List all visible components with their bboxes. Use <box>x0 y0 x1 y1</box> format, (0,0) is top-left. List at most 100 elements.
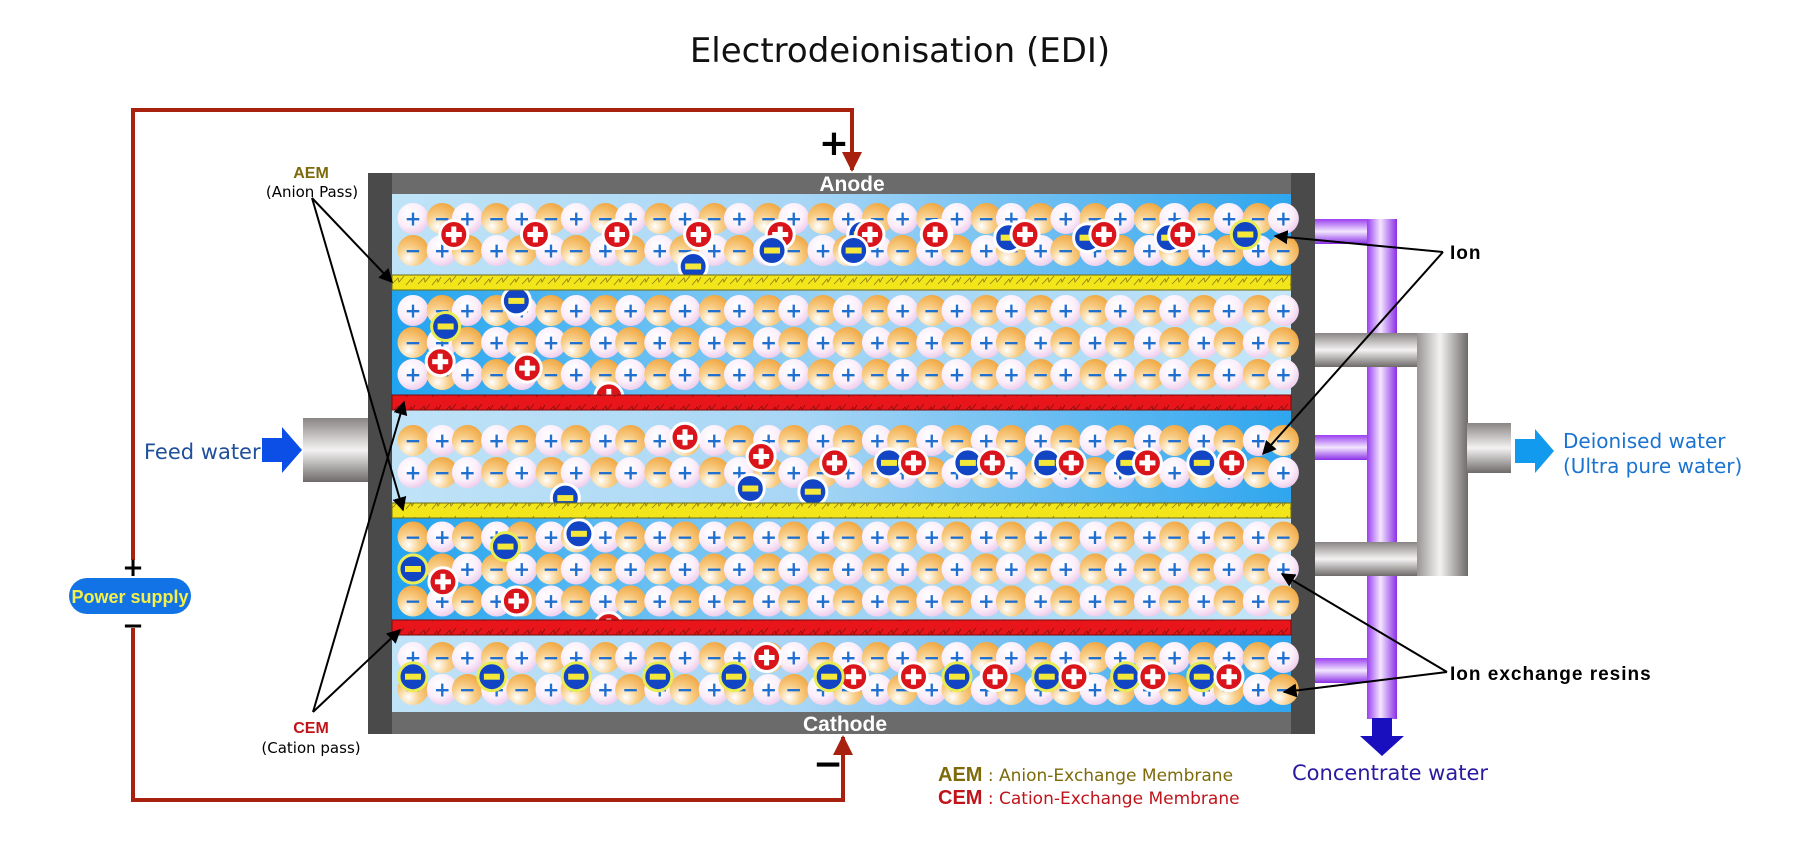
resin-bead-body <box>451 585 483 617</box>
plus-icon: + <box>651 589 668 613</box>
anion-resin-bead: − <box>1242 553 1274 585</box>
cation-resin-bead: + <box>1050 553 1082 585</box>
anion-resin-bead: − <box>615 674 647 705</box>
cation-ion <box>1058 661 1090 693</box>
cation-ion <box>519 219 551 250</box>
anion-resin-bead: − <box>426 642 458 673</box>
resin-bead-body <box>698 521 730 553</box>
resin-bead-body <box>807 235 839 266</box>
resin-bead-body <box>916 642 948 673</box>
minus-icon: − <box>405 525 422 549</box>
anion-resin-bead: − <box>1267 235 1299 266</box>
resin-bead-body <box>1104 295 1136 326</box>
cation-resin-bead: + <box>669 642 701 673</box>
cation-ion <box>424 346 456 378</box>
plus-icon: + <box>543 429 560 453</box>
resin-bead-body <box>1133 425 1165 456</box>
resin-bead-body <box>669 521 701 553</box>
cation-resin-bead: + <box>615 642 647 673</box>
resin-bead-body <box>1050 585 1082 617</box>
plus-icon: + <box>651 429 668 453</box>
resin-bead-body <box>589 295 621 326</box>
cation-resin-bead: + <box>397 203 429 234</box>
minus-icon: − <box>785 331 802 355</box>
resin-bead-body <box>397 327 429 358</box>
aem-membrane-3 <box>391 502 1292 519</box>
plus-icon: + <box>513 646 530 670</box>
cation-resin-bead: + <box>1267 203 1299 234</box>
anode-label: Anode <box>819 173 884 196</box>
resin-bead-body <box>970 585 1002 617</box>
resin-callout-label: Ion exchange resins <box>1450 664 1652 685</box>
resin-bead-body <box>535 457 567 488</box>
cation-resin-bead: + <box>887 359 919 390</box>
plus-icon: + <box>568 299 585 323</box>
minus-icon: − <box>1003 525 1020 549</box>
cation-resin-bead: + <box>1188 425 1220 456</box>
cation-resin-bead: + <box>887 203 919 234</box>
plus-icon: + <box>568 557 585 581</box>
anion-resin-bead: − <box>832 327 864 358</box>
cation-resin-bead: + <box>1050 203 1082 234</box>
resin-bead-body <box>887 553 919 585</box>
plus-icon: + <box>1166 461 1183 485</box>
minus-icon: − <box>622 678 639 702</box>
cation-resin-bead: + <box>644 425 676 456</box>
cation-resin-bead: + <box>1133 585 1165 617</box>
plus-icon-v <box>614 226 620 243</box>
cation-ion <box>601 219 633 250</box>
chamber-1-concentrate: +−+−+−+−+−+−+−+−+−+−+−+−+−+−+−+−+−+−+−+−… <box>392 194 1299 282</box>
plus-icon: + <box>731 207 748 231</box>
resin-bead-body <box>941 585 973 617</box>
resin-bead-body <box>887 295 919 326</box>
product-pipe-vertical <box>1417 333 1468 576</box>
resin-bead-body <box>1188 235 1220 266</box>
minus-icon <box>437 323 454 330</box>
minus-icon: − <box>731 525 748 549</box>
minus-icon: − <box>1166 331 1183 355</box>
resin-bead-body <box>1213 585 1245 617</box>
minus-icon: − <box>1032 299 1049 323</box>
anion-resin-bead: − <box>753 295 785 326</box>
aem-callout-label: AEM <box>293 165 329 182</box>
plus-icon: + <box>597 589 614 613</box>
minus-icon <box>483 673 500 680</box>
anion-resin-bead: − <box>1133 553 1165 585</box>
resin-bead-body <box>1133 295 1165 326</box>
resin-bead-body <box>481 327 513 358</box>
resin-bead-body <box>644 521 676 553</box>
resin-bead-body <box>1159 359 1191 390</box>
anion-ion <box>718 661 750 693</box>
plus-icon: + <box>1087 331 1104 355</box>
anion-resin-bead: − <box>644 553 676 585</box>
plus-icon-v <box>440 573 446 590</box>
minus-icon: − <box>815 207 832 231</box>
minus-icon <box>557 495 574 502</box>
cation-resin-bead: + <box>970 327 1002 358</box>
resin-bead-body <box>397 521 429 553</box>
minus-icon: − <box>894 331 911 355</box>
cation-resin-bead: + <box>644 585 676 617</box>
cation-resin-bead: + <box>1025 327 1057 358</box>
plus-icon: + <box>488 589 505 613</box>
resin-bead-body <box>669 457 701 488</box>
power-supply-label: Power supply <box>71 587 188 607</box>
minus-icon: − <box>978 557 995 581</box>
minus-icon: − <box>949 589 966 613</box>
anion-resin-bead: − <box>970 203 1002 234</box>
resin-bead-body <box>1133 359 1165 390</box>
resin-bead-body <box>778 295 810 326</box>
cation-resin-bead: + <box>1079 521 1111 553</box>
plus-icon-v <box>851 668 857 685</box>
cation-resin-bead: + <box>644 235 676 266</box>
plus-icon-v <box>532 226 538 243</box>
minus-icon: − <box>1057 239 1074 263</box>
resin-bead-body <box>723 235 755 266</box>
resin-bead-body <box>615 295 647 326</box>
anion-resin-bead: − <box>778 327 810 358</box>
minus-icon: − <box>949 239 966 263</box>
cem-callout-note: (Cation pass) <box>261 739 360 757</box>
plus-icon: + <box>815 331 832 355</box>
minus-icon: − <box>731 239 748 263</box>
resin-bead-body <box>589 674 621 705</box>
